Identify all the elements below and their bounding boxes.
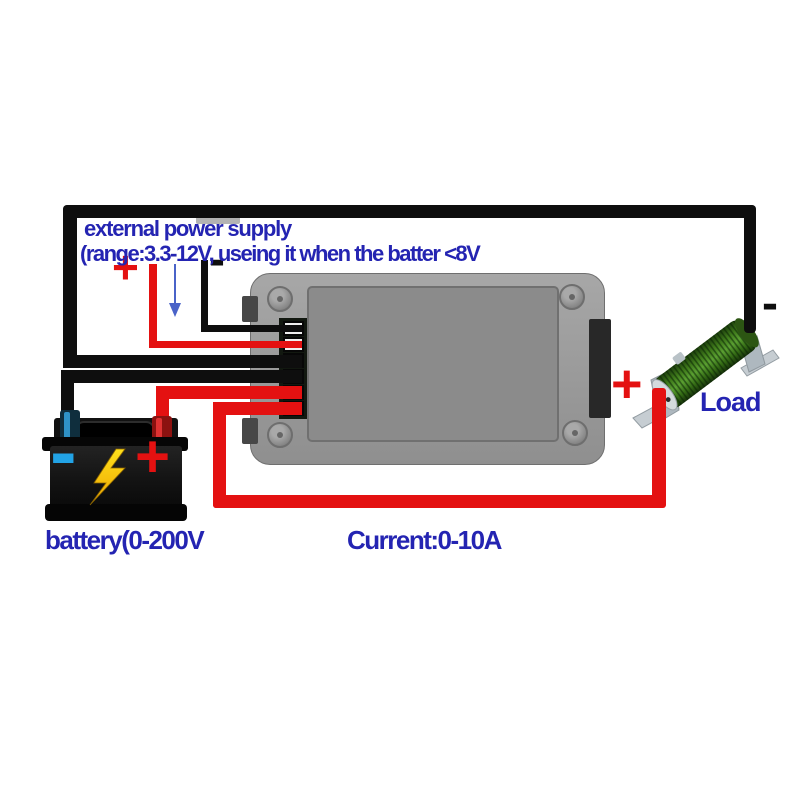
wire-current-terminal6 bbox=[213, 402, 302, 415]
arrow-down-icon bbox=[169, 264, 181, 317]
load-minus-symbol: - bbox=[762, 277, 778, 330]
meter-side-tab bbox=[242, 296, 258, 322]
label-external-supply-line2: (range:3.3-12V, useing it when the batte… bbox=[80, 241, 481, 266]
wire-ext-minus-horizontal bbox=[201, 325, 302, 332]
wire-current-left bbox=[213, 402, 226, 508]
wire-black-loop-top bbox=[63, 205, 756, 218]
wire-battery-pos-horizontal bbox=[156, 386, 302, 399]
screw-icon bbox=[267, 422, 293, 448]
load-plus-symbol: + bbox=[611, 354, 643, 414]
label-load: Load bbox=[700, 387, 761, 417]
wire-ext-plus-vertical bbox=[149, 264, 157, 348]
wire-battery-neg-horizontal bbox=[61, 370, 302, 383]
ext-supply-minus-symbol: - bbox=[209, 233, 225, 286]
wire-ext-plus-horizontal bbox=[149, 341, 302, 348]
screw-icon bbox=[559, 284, 585, 310]
ext-supply-plus-symbol: + bbox=[112, 241, 139, 293]
label-battery: battery(0-200V bbox=[45, 525, 205, 555]
lightning-bolt-icon bbox=[89, 448, 126, 506]
meter-side-tab bbox=[242, 418, 258, 444]
wire-shadow bbox=[196, 216, 240, 224]
wire-current-right bbox=[652, 388, 666, 508]
wire-black-loop-terminal3 bbox=[63, 355, 302, 368]
battery-icon bbox=[42, 410, 188, 521]
battery-plus-symbol: + bbox=[135, 423, 171, 490]
resistor-icon bbox=[632, 318, 780, 429]
screw-icon bbox=[267, 286, 293, 312]
screw-icon bbox=[562, 420, 588, 446]
label-external-supply-line1: external power supply bbox=[84, 216, 292, 241]
meter-inner-panel bbox=[307, 286, 559, 442]
wire-black-loop-right bbox=[744, 205, 756, 333]
meter-right-connector bbox=[589, 319, 611, 418]
wire-current-bottom bbox=[213, 495, 665, 508]
label-current: Current:0-10A bbox=[347, 525, 502, 555]
wire-ext-minus-vertical bbox=[201, 260, 208, 332]
wire-black-loop-left bbox=[63, 205, 77, 368]
battery-minus-symbol: - bbox=[50, 407, 77, 496]
